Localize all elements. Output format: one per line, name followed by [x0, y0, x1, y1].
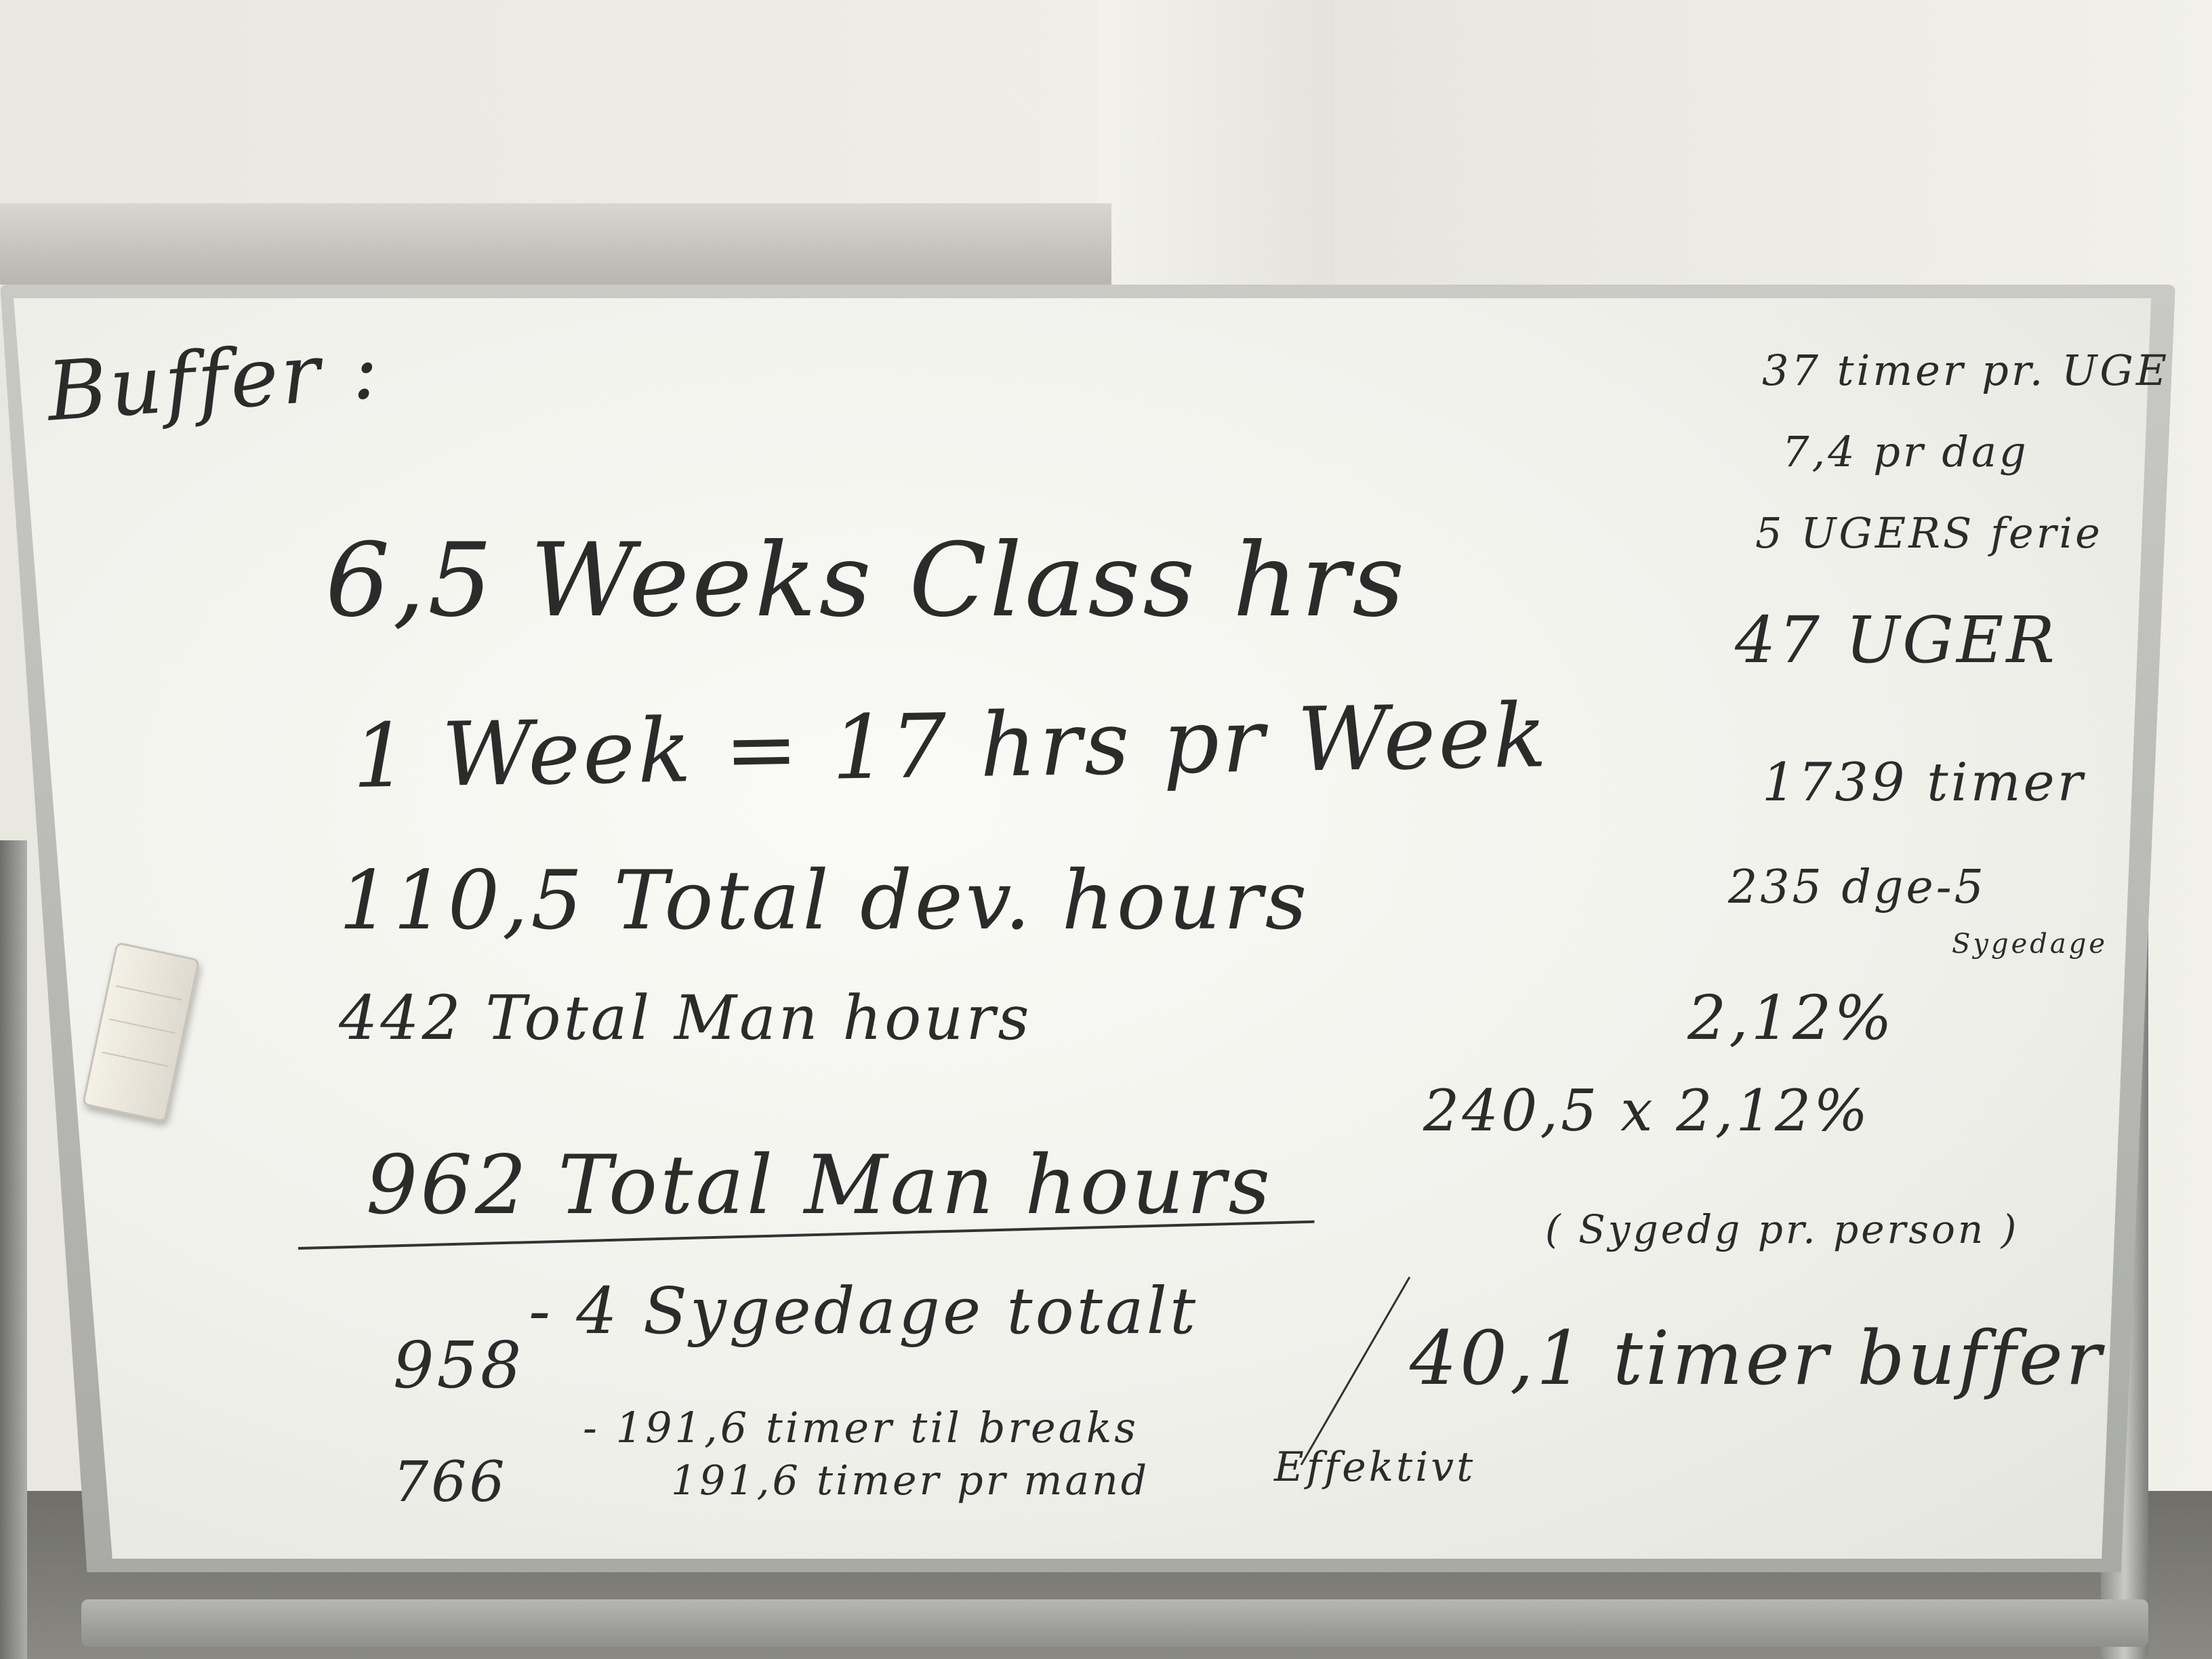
text-line-week-hours: 1 Week = 17 hrs pr Week — [351, 684, 1551, 808]
stand-pole-left — [0, 840, 27, 1659]
text-right-2-12-percent: 2,12% — [1687, 983, 1895, 1054]
text-line-958: 958 — [393, 1328, 525, 1403]
text-right-effektivt: Effektivt — [1274, 1443, 1476, 1491]
text-line-total-man-hours-962: 962 Total Man hours — [366, 1139, 1273, 1233]
text-line-weeks-class-hrs: 6,5 Weeks Class hrs — [325, 522, 1408, 640]
text-right-47-uger: 47 UGER — [1735, 603, 2057, 678]
text-line-sygedage-totalt: - 4 Sygedage totalt — [529, 1274, 1199, 1349]
text-right-235-dge: 235 dge-5 — [1728, 861, 1986, 914]
text-right-240-5-calc: 240,5 x 2,12% — [1423, 1078, 1871, 1144]
text-right-sygedg-pr-person: ( Sygedg pr. person ) — [1545, 1206, 2020, 1252]
text-right-5-ugers-ferie: 5 UGERS ferie — [1755, 508, 2103, 558]
text-line-total-man-hours-442: 442 Total Man hours — [339, 983, 1032, 1054]
text-right-sygedage: Sygedage — [1952, 928, 2108, 960]
text-line-breaks: - 191,6 timer til breaks — [583, 1403, 1139, 1452]
text-line-total-dev-hours: 110,5 Total dev. hours — [339, 854, 1310, 948]
stand-bar — [81, 1599, 2148, 1647]
text-right-37-timer: 37 timer pr. UGE — [1762, 346, 2170, 395]
whiteboard-surface — [14, 298, 2152, 1559]
text-right-40-1-timer-buffer: 40,1 timer buffer — [1410, 1315, 2104, 1401]
ceiling-shadow — [0, 203, 1111, 285]
text-line-timer-pr-mand: 191,6 timer pr mand — [671, 1457, 1150, 1504]
text-right-7-4-pr-dag: 7,4 pr dag — [1782, 427, 2029, 476]
text-line-766: 766 — [393, 1450, 508, 1515]
text-right-1739-timer: 1739 timer — [1762, 752, 2085, 813]
